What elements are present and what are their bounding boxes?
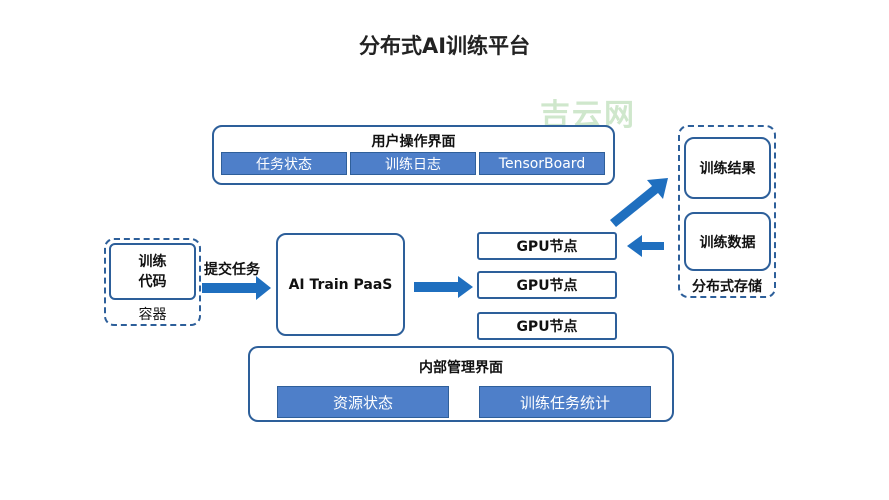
resource-status-button[interactable]: 资源状态 bbox=[277, 386, 449, 418]
paas-to-gpu-arrow bbox=[414, 276, 473, 298]
gpu-node: GPU节点 bbox=[477, 271, 617, 299]
task-status-button[interactable]: 任务状态 bbox=[221, 152, 347, 175]
submit-arrow bbox=[202, 276, 271, 300]
training-results-label: 训练结果 bbox=[699, 161, 756, 177]
ai-train-paas-box: AI Train PaaS bbox=[276, 233, 405, 336]
tensorboard-button[interactable]: TensorBoard bbox=[479, 152, 605, 175]
container-label: 容器 bbox=[138, 307, 167, 323]
internal-ui-panel: 内部管理界面 资源状态 训练任务统计 bbox=[248, 346, 674, 422]
storage-label: 分布式存储 bbox=[692, 279, 762, 295]
ai-train-paas-label: AI Train PaaS bbox=[288, 276, 393, 293]
page-title: 分布式AI训练平台 bbox=[358, 34, 531, 58]
user-ui-panel: 用户操作界面 任务状态 训练日志 TensorBoard bbox=[212, 125, 615, 185]
gpu-node: GPU节点 bbox=[477, 312, 617, 340]
container-group bbox=[104, 238, 201, 326]
training-data-box: 训练数据 bbox=[684, 212, 771, 271]
storage-group bbox=[678, 125, 776, 298]
train-log-button[interactable]: 训练日志 bbox=[350, 152, 476, 175]
training-code-box: 训练 代码 bbox=[109, 243, 196, 300]
task-statistics-button[interactable]: 训练任务统计 bbox=[479, 386, 651, 418]
gpu-node: GPU节点 bbox=[477, 232, 617, 260]
submit-task-label: 提交任务 bbox=[204, 262, 260, 278]
training-code-label: 训练 代码 bbox=[138, 253, 167, 290]
training-data-label: 训练数据 bbox=[699, 234, 756, 251]
data-to-gpu-arrow bbox=[627, 235, 664, 257]
user-ui-title: 用户操作界面 bbox=[371, 134, 456, 150]
internal-ui-title: 内部管理界面 bbox=[419, 360, 503, 376]
training-results-box: 训练结果 bbox=[684, 137, 771, 199]
gpu-to-results-arrow bbox=[610, 178, 668, 227]
